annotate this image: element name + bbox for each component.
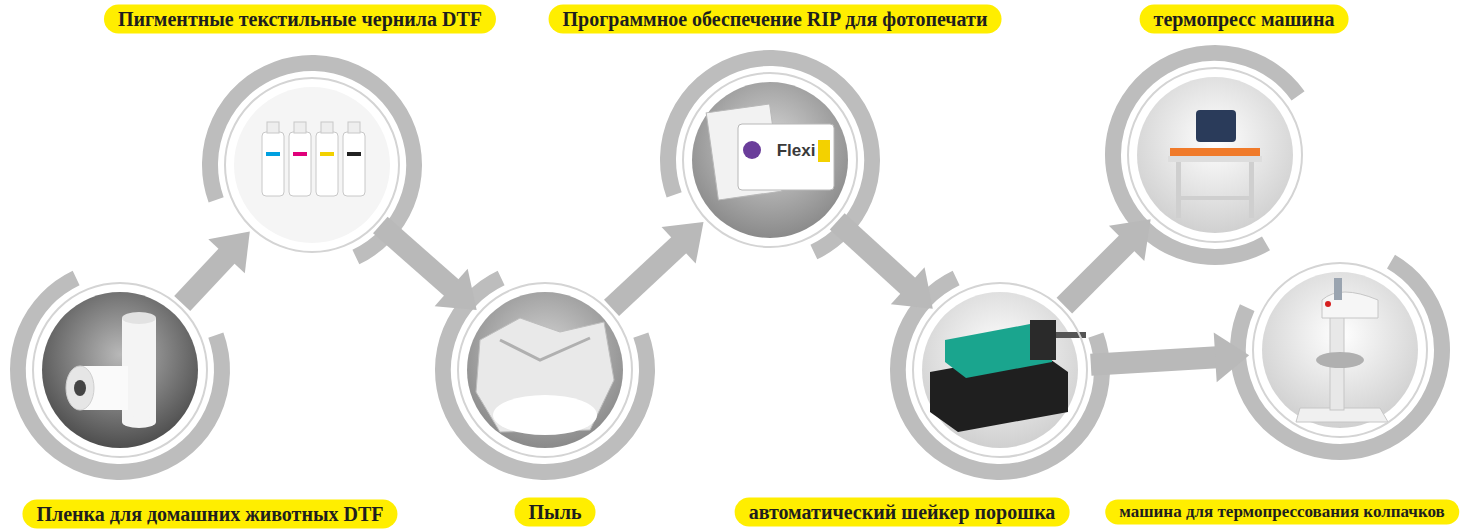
powder-pile [493, 395, 597, 435]
photo-disc [42, 292, 198, 448]
software-tag [818, 140, 830, 162]
bottle-tag [293, 152, 307, 156]
bottle-tag [320, 152, 334, 156]
ink-bottle [289, 132, 311, 196]
process-circle: Пыль [457, 282, 633, 458]
press-table [1168, 156, 1262, 162]
photo-disc [1137, 77, 1293, 233]
ring-arc [0, 239, 251, 500]
control-panel [1030, 320, 1056, 360]
flow-arrow [380, 225, 476, 310]
white-disc [1253, 263, 1427, 437]
bottle-cap [348, 122, 360, 133]
node-ground [33, 68, 1427, 457]
press-head [1196, 110, 1236, 142]
process-circle: автоматический шейкер порошка [912, 282, 1088, 458]
powder-photo [467, 292, 623, 448]
feed-rail [1056, 332, 1086, 338]
ink-bottles-photo [234, 87, 390, 243]
arrow-head [435, 269, 477, 310]
flow-arrow [1091, 332, 1249, 382]
press-head [1322, 292, 1378, 318]
arrow-shaft [612, 244, 681, 308]
cap-press-photo [1262, 272, 1418, 428]
arrow-shaft [1064, 242, 1128, 306]
press-leg [1176, 162, 1181, 218]
indicator-dot [1325, 301, 1331, 307]
step-label: Программное обеспечение RIP для фотопеча… [549, 5, 1002, 34]
film-roll [66, 366, 94, 410]
ink-bottle [343, 132, 365, 196]
heat-press-photo [1137, 77, 1293, 233]
film-roll-photo [42, 292, 198, 448]
bottle-tag [347, 152, 361, 156]
process-circle: Программное обеспечение RIP для фотопеча… [682, 72, 858, 248]
powder-shaker-photo [922, 292, 1086, 448]
arrow-shaft [1091, 357, 1217, 364]
software-box [738, 124, 834, 190]
step-label: Пигментные текстильные чернила DTF [104, 5, 496, 34]
software-logo [743, 141, 761, 159]
white-disc [33, 283, 207, 457]
product-brand: Flexi [777, 141, 816, 161]
film-roll [122, 312, 156, 324]
white-disc [225, 78, 399, 252]
flow-arrow [837, 221, 933, 308]
photo-disc [692, 82, 848, 238]
step-label: машина для термопрессования колпачков [1105, 499, 1459, 524]
step-label: термопресс машина [1140, 5, 1349, 34]
arrow-shaft [380, 225, 452, 289]
process-circle: термопресс машина [1127, 67, 1303, 243]
press-leg [1249, 162, 1254, 218]
bag-fold [500, 338, 590, 360]
process-circle: машина для термопрессования колпачков [1252, 262, 1428, 438]
press-cylinder [1334, 278, 1342, 300]
film-roll-core [74, 380, 86, 396]
arrow-head [1109, 219, 1151, 261]
photo-disc [1262, 272, 1418, 428]
ring-arc [1201, 211, 1469, 490]
outer-ring [0, 16, 1469, 501]
bottle-tag [266, 152, 280, 156]
press-platen [1170, 148, 1260, 156]
rip-software-photo [692, 82, 848, 238]
photo-disc [234, 87, 390, 243]
white-disc [458, 283, 632, 457]
arrow-head [1214, 332, 1249, 382]
white-disc [1128, 68, 1302, 242]
arrow-shaft [837, 221, 909, 287]
ink-bottle [316, 132, 338, 196]
flow-arrow [1064, 219, 1150, 305]
bottle-cap [321, 122, 333, 133]
step-label: Пленка для домашних животных DTF [22, 500, 397, 529]
white-disc [683, 73, 857, 247]
process-circle: Пленка для домашних животных DTF [32, 282, 208, 458]
arrow-head [208, 231, 249, 273]
bottle-cap [294, 122, 306, 133]
flow-arrow [182, 231, 250, 303]
step-label: автоматический шейкер порошка [735, 498, 1070, 527]
photo-disc [467, 292, 623, 448]
process-circle: Пигментные текстильные чернила DTF [224, 77, 400, 253]
press-bar [1176, 196, 1254, 200]
arrow-shaft [182, 255, 228, 304]
arrow-head [891, 267, 933, 308]
white-disc [913, 283, 1087, 457]
film-roll [122, 416, 156, 428]
flow-arrow [612, 222, 704, 308]
step-label: Пыль [515, 498, 596, 527]
cap-platen [1316, 352, 1364, 368]
bottle-cap [267, 122, 279, 133]
ink-bottle [262, 132, 284, 196]
arrow-head [662, 222, 704, 263]
photo-disc [922, 292, 1078, 448]
